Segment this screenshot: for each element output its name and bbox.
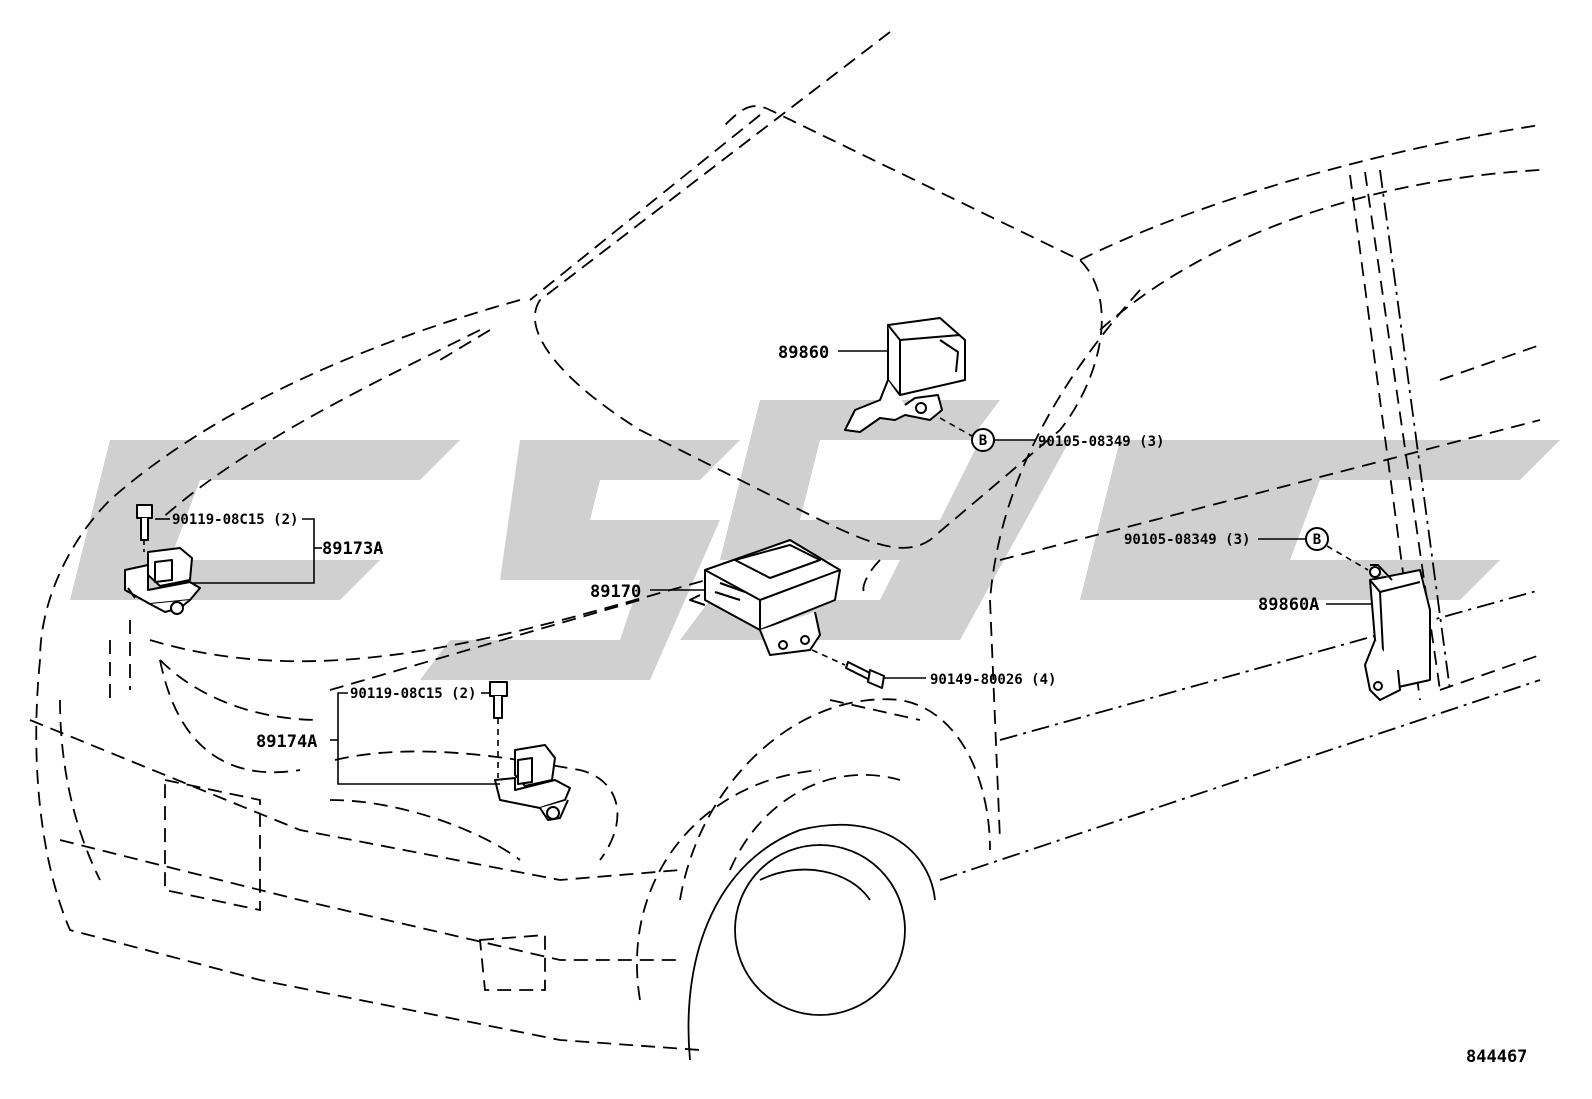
drawing-number: 844467 <box>1466 1047 1527 1067</box>
bolt-90119-left-icon <box>136 504 153 552</box>
svg-text:B: B <box>1313 532 1321 548</box>
callout-90119-center: 90119-08C15 (2) <box>350 686 476 702</box>
bolt-90119-center-icon <box>489 681 508 778</box>
bolt-90149-icon <box>811 649 885 689</box>
vehicle-outline <box>29 31 1541 1061</box>
leader-lines <box>155 350 1372 785</box>
callout-89173A: 89173A <box>322 539 383 559</box>
callout-90119-left: 90119-08C15 (2) <box>172 512 298 528</box>
callout-89174A: 89174A <box>256 732 317 752</box>
callout-89170: 89170 <box>590 582 641 602</box>
part-89174A-sensor[interactable] <box>494 744 571 821</box>
marker-b-top: B <box>971 428 995 452</box>
marker-b-right: B <box>1305 527 1329 551</box>
callout-90149: 90149-80026 (4) <box>930 672 1056 688</box>
part-89860A-sensor[interactable] <box>1364 564 1431 701</box>
callout-89860: 89860 <box>778 343 829 363</box>
part-89173A-sensor[interactable] <box>124 547 201 615</box>
callout-89860A: 89860A <box>1258 595 1319 615</box>
callout-labels: 89860 90105-08349 (3) 90105-08349 (3) 89… <box>172 343 1527 1067</box>
callout-90105-right: 90105-08349 (3) <box>1124 532 1250 548</box>
svg-text:B: B <box>979 433 987 449</box>
part-89170-ecu[interactable] <box>689 539 841 656</box>
callout-90105-top: 90105-08349 (3) <box>1038 434 1164 450</box>
part-89860-sensor[interactable] <box>844 317 966 433</box>
